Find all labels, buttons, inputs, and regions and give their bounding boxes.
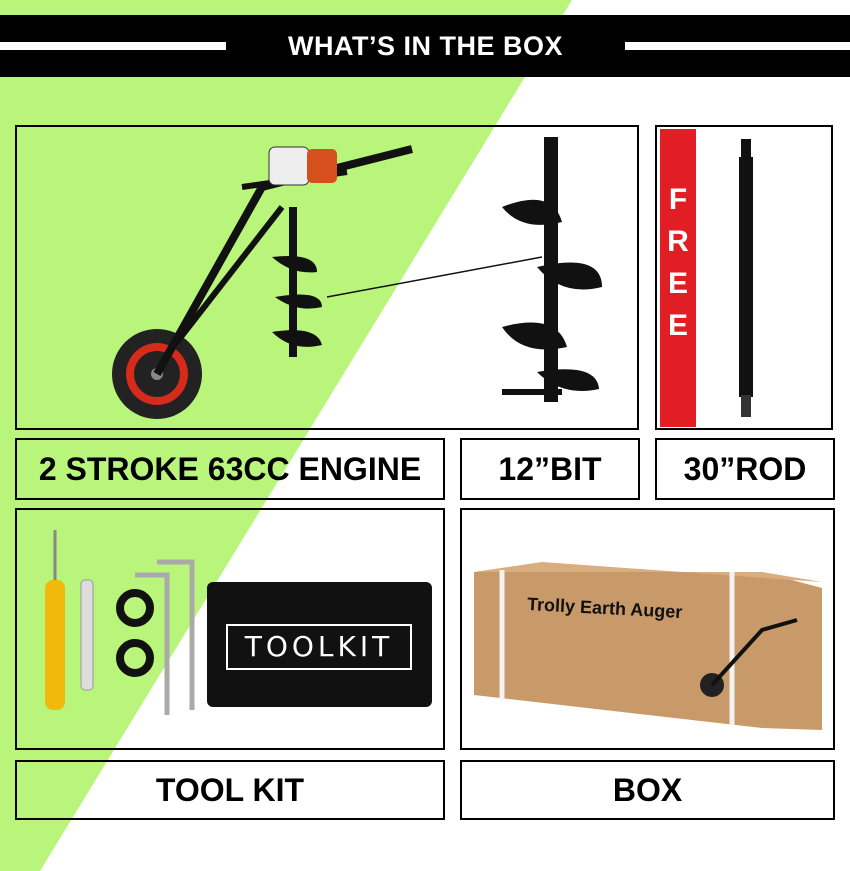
bit-label: 12”BIT [460,438,640,500]
green-diagonal-shape [0,0,572,871]
banner-line-left [0,42,226,50]
free-letter: E [667,267,688,300]
toolkit-panel [15,508,445,750]
banner-line-right [625,42,850,50]
page-title: WHAT’S IN THE BOX [288,31,563,61]
earth-auger-trolley-image [112,137,602,419]
toolkit-bag-text: TOOLKIT [226,624,412,670]
extension-rod-image [739,139,753,417]
toolkit-items-image [45,530,432,715]
rod-panel [655,125,833,430]
engine-panel [15,125,639,430]
free-letter: R [667,225,689,258]
free-badge: F R E E [660,129,696,427]
free-letter: E [667,309,688,342]
box-panel [460,508,835,750]
box-label: BOX [460,760,835,820]
free-letter: F [668,183,688,216]
engine-label: 2 STROKE 63CC ENGINE [15,438,445,500]
toolkit-label: TOOL KIT [15,760,445,820]
header-banner: WHAT’S IN THE BOX [0,15,850,77]
rod-label: 30”ROD [655,438,835,500]
cardboard-box-image [474,562,822,730]
